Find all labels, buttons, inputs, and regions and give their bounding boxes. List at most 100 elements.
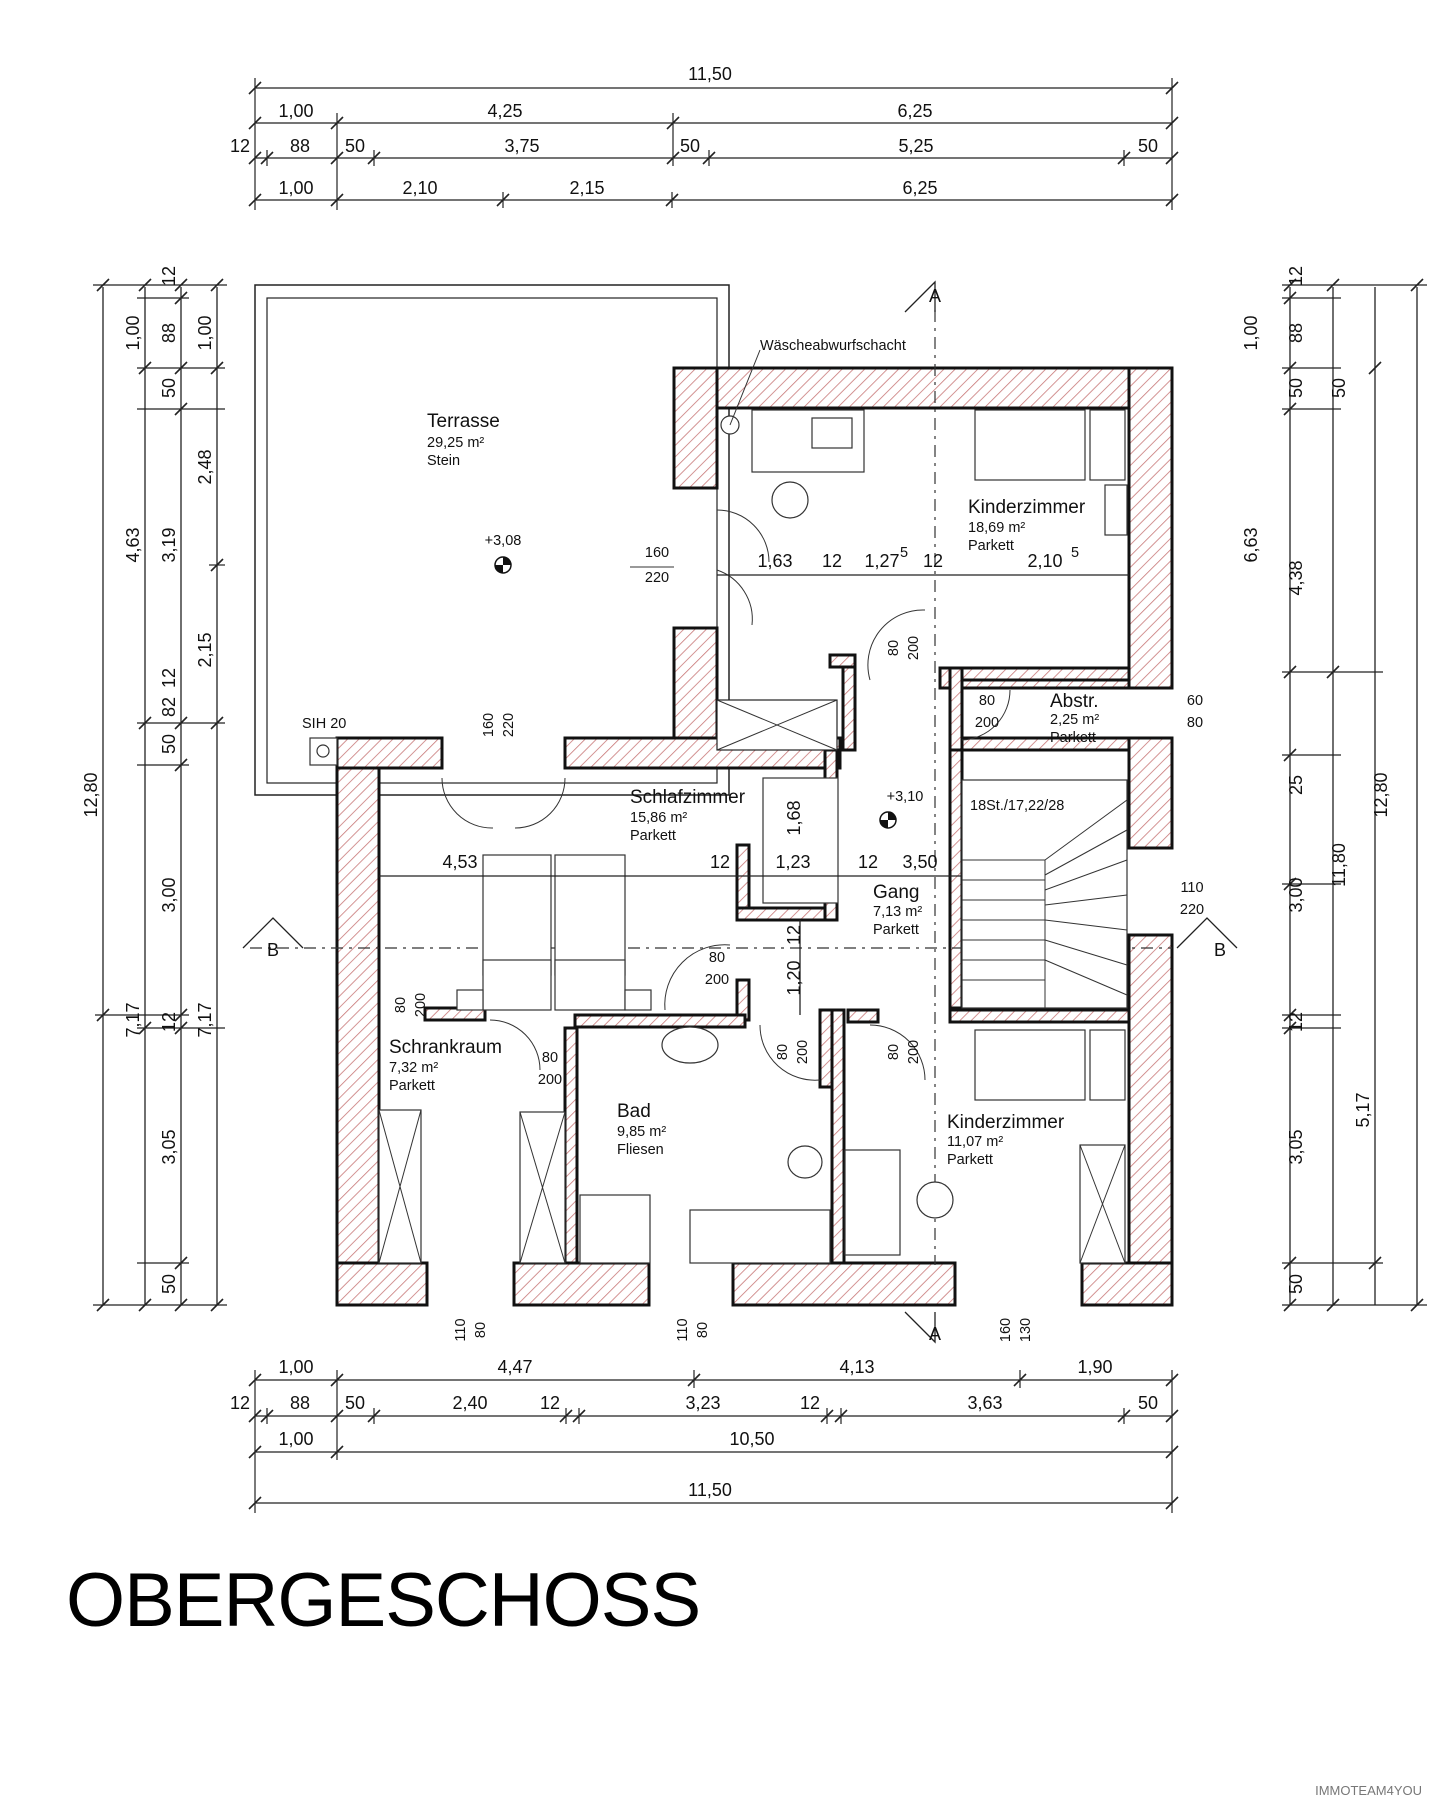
openings: 160 220 80 200 80 200 60 80 160 220 110 … [393, 545, 1204, 1342]
opening-10b: 200 [795, 1040, 811, 1064]
dim-right-c1-8: 50 [1286, 1274, 1306, 1294]
dim-top-r4-1: 1,00 [278, 178, 313, 198]
room-name-terrasse: Terrasse [427, 411, 500, 432]
dim-right-c4: 12,80 [1371, 772, 1391, 817]
dim-bot-r3-2: 10,50 [729, 1429, 774, 1449]
room-name-gang: Gang [873, 882, 919, 903]
inner-dim-8: 1,23 [775, 852, 810, 872]
room-area-terrasse: 29,25 m² [427, 435, 484, 451]
dim-bot-r1-2: 4,47 [497, 1357, 532, 1377]
sih-label: SIH 20 [302, 716, 346, 732]
room-area-bad: 9,85 m² [617, 1124, 666, 1140]
dim-bot-r2-2: 88 [290, 1393, 310, 1413]
dim-right-c1-4: 25 [1286, 775, 1306, 795]
inner-dim-3: 1,27 [864, 551, 899, 571]
dim-left-c3-4: 50 [159, 734, 179, 754]
dim-left-c3-3: 3,19 [159, 527, 179, 562]
opening-1b: 220 [645, 570, 669, 586]
opening-1a: 160 [645, 545, 669, 561]
dim-bot-total: 11,50 [688, 1480, 732, 1500]
opening-5b: 220 [501, 713, 517, 737]
dim-right-c1x-1: 88 [1286, 323, 1306, 343]
watermark: IMMOTEAM4YOU [1315, 1783, 1422, 1798]
inner-dim-3-sup: 5 [900, 545, 908, 561]
opening-12b: 80 [473, 1322, 489, 1338]
chute-label: Wäscheabwurfschacht [760, 338, 906, 354]
opening-4b: 80 [1187, 715, 1203, 731]
opening-8a: 80 [393, 997, 409, 1013]
room-area-kinderzimmer1: 18,69 m² [968, 520, 1025, 536]
section-b-left: B [267, 940, 279, 960]
dim-right-c1-3: 4,38 [1286, 560, 1306, 595]
dim-left-c2-2: 7,17 [123, 1002, 143, 1037]
dim-top-r3-5: 50 [680, 136, 700, 156]
room-floor-gang: Parkett [873, 922, 919, 938]
dim-right-c1-1: 12 [1286, 266, 1306, 286]
level-terrace: +3,08 [485, 533, 522, 549]
opening-14a: 160 [998, 1318, 1014, 1342]
dim-bot-r2-7: 12 [800, 1393, 820, 1413]
dim-left-c4-1: 12 [159, 266, 179, 286]
dim-top-r3-7: 50 [1138, 136, 1158, 156]
opening-2a: 80 [886, 640, 902, 656]
dim-left-c3-5: 3,00 [159, 877, 179, 912]
section-a-bottom: A [929, 1324, 941, 1344]
inner-dim-5: 2,10 [1027, 551, 1062, 571]
room-floor-kinderzimmer1: Parkett [968, 538, 1014, 554]
page-title: OBERGESCHOSS [66, 1558, 701, 1643]
inner-dim-4: 12 [923, 551, 943, 571]
dim-left-c3-8: 50 [159, 1274, 179, 1294]
opening-4a: 60 [1187, 693, 1203, 709]
inner-dim-7: 12 [710, 852, 730, 872]
dim-top-r2-3: 6,25 [897, 101, 932, 121]
room-area-gang: 7,13 m² [873, 904, 922, 920]
dim-right-c2-1: 6,63 [1241, 527, 1261, 562]
dim-left-total: 12,80 [81, 772, 101, 817]
section-b-right: B [1214, 940, 1226, 960]
room-floor-schrankraum: Parkett [389, 1078, 435, 1094]
room-name-abstr: Abstr. [1050, 691, 1099, 712]
stairs-label: 18St./17,22/28 [970, 798, 1064, 814]
dim-top-r3-4: 3,75 [504, 136, 539, 156]
opening-8b: 200 [413, 993, 429, 1017]
dim-left-c3-1: 1,00 [123, 315, 143, 350]
dim-top-r3-1: 12 [230, 136, 250, 156]
opening-2b: 200 [906, 636, 922, 660]
dim-left-c4-5: 7,17 [195, 1002, 215, 1037]
dim-left-c2-1: 4,63 [123, 527, 143, 562]
opening-6b: 220 [1180, 902, 1204, 918]
room-floor-kinderzimmer2: Parkett [947, 1152, 993, 1168]
dimension-chains-bottom: 1,00 4,47 4,13 1,90 12 88 50 2,40 12 3,2… [230, 1357, 1179, 1513]
dim-right-c1-7: 3,05 [1286, 1129, 1306, 1164]
dim-top-r3-3: 50 [345, 136, 365, 156]
opening-11b: 200 [906, 1040, 922, 1064]
dim-left-c3-6: 12 [159, 1012, 179, 1032]
dim-top-r3-6: 5,25 [898, 136, 933, 156]
opening-14b: 130 [1018, 1318, 1034, 1342]
dim-right-c1-6: 12 [1286, 1012, 1306, 1032]
dim-top-r2-1: 1,00 [278, 101, 313, 121]
room-area-kinderzimmer2: 11,07 m² [947, 1134, 1003, 1150]
dim-top-r3-2: 88 [290, 136, 310, 156]
room-name-schlafzimmer: Schlafzimmer [630, 787, 746, 808]
inner-dim-11: 1,68 [784, 800, 804, 835]
dim-left-c3x-3: 12 [159, 668, 179, 688]
level-hall: +3,10 [887, 789, 924, 805]
dim-right-c1x-2: 50 [1286, 378, 1306, 398]
opening-11a: 80 [886, 1044, 902, 1060]
dim-bot-r3-1: 1,00 [278, 1429, 313, 1449]
dim-right-extra: 50 [1329, 378, 1349, 398]
dim-left-c3x-2: 82 [159, 697, 179, 717]
inner-dim-6: 4,53 [442, 852, 477, 872]
dim-top-r2-2: 4,25 [487, 101, 522, 121]
dim-right-c2-2: 5,17 [1353, 1092, 1373, 1127]
opening-13a: 110 [675, 1318, 691, 1341]
room-area-abstr: 2,25 m² [1050, 712, 1099, 728]
opening-9a: 80 [542, 1050, 558, 1066]
room-name-kinderzimmer2: Kinderzimmer [947, 1112, 1065, 1133]
labels: Wäscheabwurfschacht SIH 20 18St./17,22/2… [302, 338, 1099, 1168]
opening-5a: 160 [481, 713, 497, 737]
dim-left-c4-3: 2,48 [195, 449, 215, 484]
inner-dim-13: 1,20 [784, 960, 804, 995]
dim-bot-r2-5: 12 [540, 1393, 560, 1413]
